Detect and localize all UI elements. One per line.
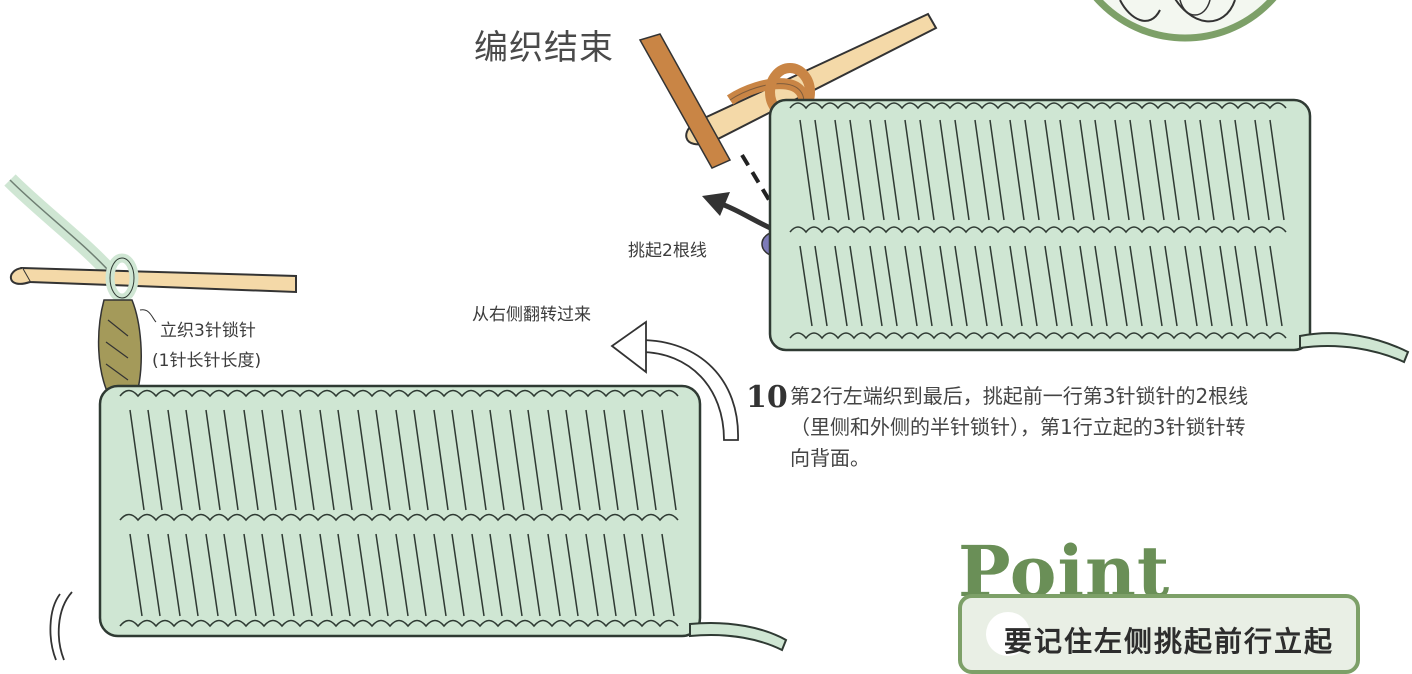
step-number: 10 bbox=[746, 380, 788, 415]
step-description: 第2行左端织到最后，挑起前一行第3针锁针的2根线 （里侧和外侧的半针锁针），第1… bbox=[790, 381, 1350, 474]
chain-label-line2: (1针长针长度) bbox=[152, 346, 261, 371]
chain-stitches bbox=[99, 300, 142, 398]
step-line-1: 第2行左端织到最后，挑起前一行第3针锁针的2根线 bbox=[790, 381, 1350, 412]
step-line-3: 向背面。 bbox=[790, 443, 1350, 474]
chain-label-line1: 立织3针锁针 bbox=[160, 316, 256, 341]
left-swatch-illustration bbox=[0, 170, 800, 650]
crochet-hook-left bbox=[22, 268, 296, 292]
working-yarn bbox=[640, 34, 730, 168]
turn-label: 从右侧翻转过来 bbox=[472, 300, 591, 325]
point-text: 要记住左侧挑起前行立起 bbox=[1004, 620, 1334, 660]
step-line-2: （里侧和外侧的半针锁针），第1行立起的3针锁针转 bbox=[790, 412, 1350, 443]
section-title: 编织结束 bbox=[474, 20, 614, 69]
